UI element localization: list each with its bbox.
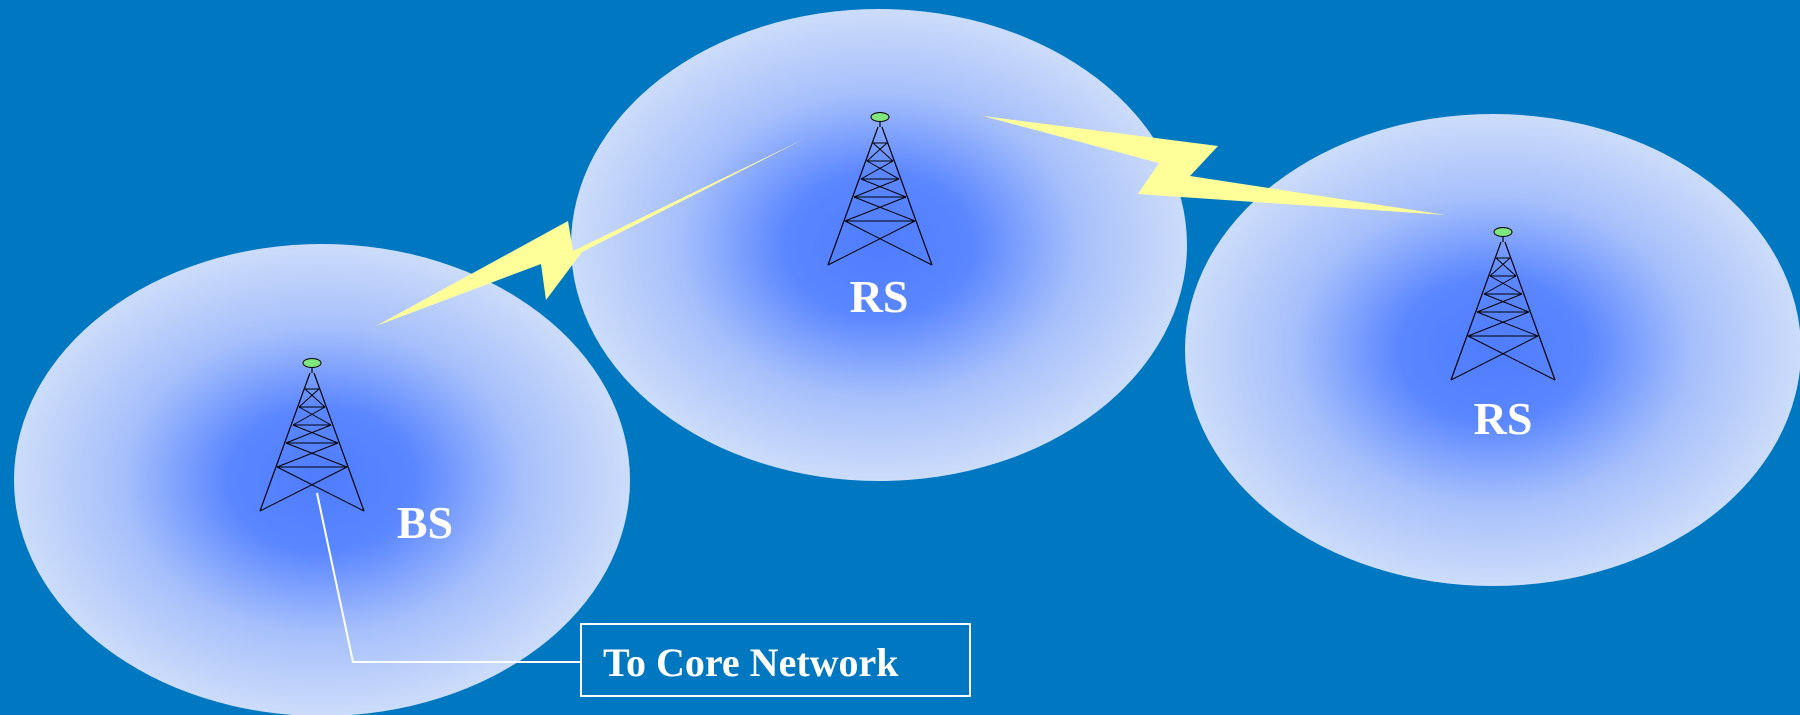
station-label-rs-2: RS xyxy=(1474,393,1533,444)
core-network-box xyxy=(580,623,971,697)
station-label-rs-1: RS xyxy=(850,271,909,322)
station-label-bs: BS xyxy=(397,497,453,548)
lightning-bolt-icon xyxy=(983,116,1446,215)
core-network-connector xyxy=(316,492,581,663)
coverage-cell-rs-1 xyxy=(571,9,1187,481)
lightning-bolt-icon xyxy=(376,138,806,326)
core-network-label: To Core Network xyxy=(603,640,899,685)
coverage-cell-rs-2 xyxy=(1185,114,1800,586)
